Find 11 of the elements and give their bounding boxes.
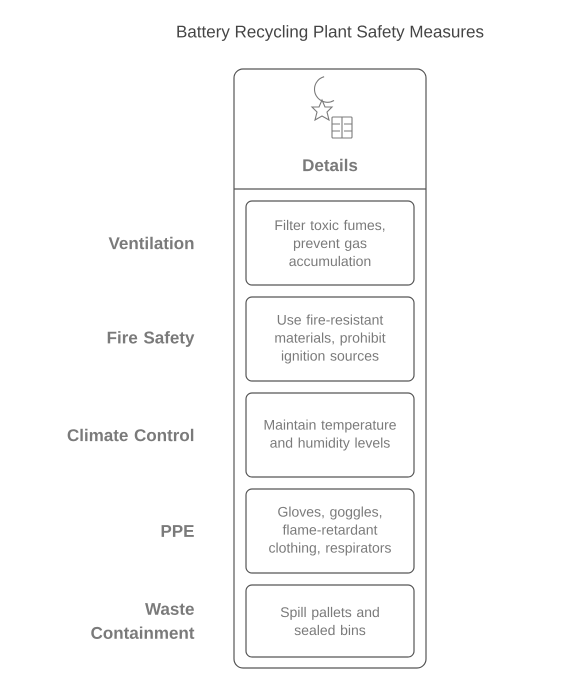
row-label: Waste Containment [91,603,194,639]
title: Battery Recycling Plant Safety Measures [177,25,484,41]
row-label: Climate Control [68,428,194,442]
description-box: Filter toxic fumes, prevent gas accumulation [245,200,415,286]
row-label: PPE [162,525,194,537]
description-box: Maintain temperature and humidity levels [245,392,415,478]
description-box: Spill pallets and sealed bins [245,584,415,658]
description-box: Use fire-resistant materials, prohibit ignition sources [245,296,415,382]
description-box: Gloves, goggles, flame-retardant clothing, respirators [245,488,415,574]
row-label: Ventilation [108,236,194,250]
row-label: Fire Safety [108,331,194,347]
